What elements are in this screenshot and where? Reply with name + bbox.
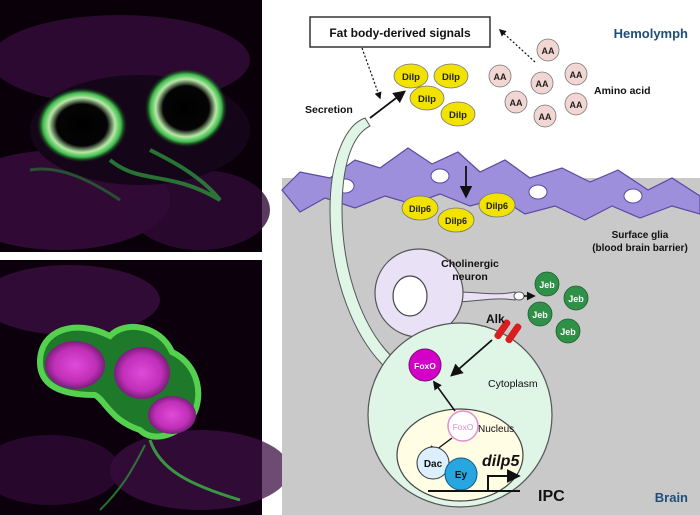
nucleus-middle [114,347,170,399]
foxo-nucleus-label: FoxO [453,422,474,432]
nucleus-left [45,341,105,389]
micrograph-top [0,0,270,252]
svg-text:Dilp6: Dilp6 [445,216,467,226]
cytoplasm-label: Cytoplasm [488,378,538,390]
dilp6-cluster: Dilp6 Dilp6 Dilp6 [401,192,516,233]
svg-text:AA: AA [510,98,523,108]
dilp-cluster: Dilp Dilp Dilp Dilp [393,63,476,127]
dac-label: Dac [424,459,443,470]
surface-glia-label: Surface glia [612,230,669,241]
secretion-arrow [369,90,407,119]
svg-text:Dilp: Dilp [418,94,436,105]
foxo-export-arrow [432,380,456,412]
svg-text:AA: AA [539,112,552,122]
amino-acid-cluster: AA AA AA AA AA AA AA [488,38,588,128]
neuron-label: neuron [452,271,488,283]
schematic: Hemolymph Fat body-derived signals Secre… [281,16,700,515]
alk-label: Alk [486,312,505,326]
micrograph-bottom [0,260,290,515]
surface-glia-sublabel: (blood brain barrier) [592,243,688,254]
alk-to-foxo-arrow [450,339,493,377]
signal-arrow-to-dilp [361,47,382,100]
jeb-cluster: Jeb Jeb Jeb Jeb [527,271,589,344]
svg-text:Jeb: Jeb [539,280,555,290]
svg-text:Dilp6: Dilp6 [486,201,508,211]
svg-text:Dilp: Dilp [449,110,467,121]
foxo-cytoplasm-label: FoxO [414,361,436,371]
cell-outline-right [144,68,228,148]
fat-body-signals-label: Fat body-derived signals [329,26,471,40]
foxo-nucleus [447,410,479,442]
svg-text:AA: AA [542,46,555,56]
svg-text:Jeb: Jeb [560,327,576,337]
svg-text:Jeb: Jeb [532,310,548,320]
hemolymph-label: Hemolymph [614,26,688,41]
svg-text:AA: AA [536,79,549,89]
nucleus-label: Nucleus [478,424,514,435]
signal-arrow-from-aa [498,29,536,63]
svg-text:AA: AA [570,70,583,80]
fat-body-signals-box [309,16,491,48]
alk-receptor [494,319,522,344]
ipc-label: IPC [538,488,565,505]
svg-text:Dilp: Dilp [402,72,420,83]
amino-acid-label: Amino acid [594,85,651,97]
dilp5-label: dilp5 [482,453,520,470]
secretion-label: Secretion [305,104,353,116]
transcription-arrow [487,469,521,491]
svg-text:Jeb: Jeb [568,294,584,304]
svg-text:AA: AA [570,100,583,110]
foxo-cytoplasm [408,348,442,382]
svg-text:Dilp: Dilp [442,72,460,83]
cholinergic-neuron [374,248,525,338]
cholinergic-label: Cholinergic [441,258,499,270]
brain-label: Brain [655,490,688,505]
ipc-axon [329,117,399,371]
cell-outline-left [36,87,128,163]
ey-label: Ey [455,470,468,481]
svg-text:AA: AA [494,72,507,82]
nucleus-bottom [148,396,196,434]
svg-text:Dilp6: Dilp6 [409,204,431,214]
